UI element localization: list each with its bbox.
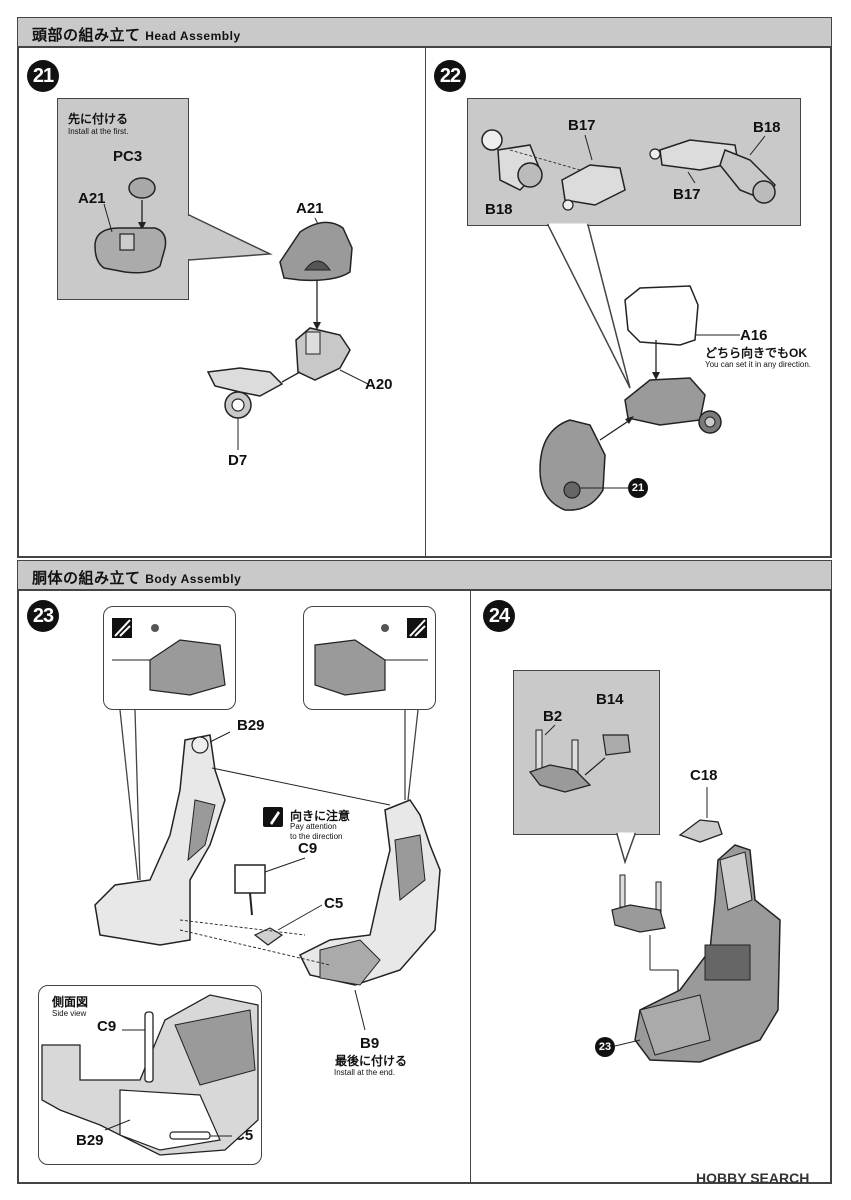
part-label-a20: A20 — [365, 376, 393, 393]
part-label-c5: C5 — [324, 895, 344, 912]
step-number-22: 22 — [434, 60, 466, 92]
step23-caution-en-2: to the direction — [290, 832, 343, 841]
side-view-title-jp: 側面図 — [52, 995, 89, 1009]
step22-note-jp: どちら向きでもOK — [705, 346, 808, 360]
body-assembly-header: 胴体の組み立て Body Assembly — [18, 561, 831, 591]
part-label-a21: A21 — [296, 200, 324, 217]
step21-note-en: Install at the first. — [68, 127, 129, 136]
part-label-a21-small: A21 — [78, 190, 106, 207]
part-label-b18-right: B18 — [753, 119, 781, 136]
step-number-21: 21 — [27, 60, 59, 92]
section-title-jp: 胴体の組み立て — [32, 570, 141, 587]
side-view-label-b29: B29 — [76, 1132, 104, 1149]
step22-note-en: You can set it in any direction. — [705, 360, 811, 369]
part-label-a16: A16 — [740, 327, 768, 344]
section-title-en: Head Assembly — [145, 29, 241, 43]
section-title-jp: 頭部の組み立て — [32, 27, 141, 44]
part-label-d7: D7 — [228, 452, 248, 469]
step24-ref-step-23: 23 — [595, 1037, 615, 1057]
part-label-b2: B2 — [543, 708, 563, 725]
part-label-b17-right: B17 — [673, 186, 701, 203]
side-view-label-c9: C9 — [97, 1018, 117, 1035]
step-divider — [470, 591, 471, 1184]
step-number-24: 24 — [483, 600, 515, 632]
step23-caution-jp: 向きに注意 — [290, 809, 351, 823]
watermark-logo: HOBBY SEARCH — [696, 1170, 809, 1186]
head-assembly-header: 頭部の組み立て Head Assembly — [18, 18, 831, 48]
step21-note-jp: 先に付ける — [68, 112, 129, 126]
part-label-b14: B14 — [596, 691, 624, 708]
part-label-b29: B29 — [237, 717, 265, 734]
part-label-c18: C18 — [690, 767, 718, 784]
part-label-c9: C9 — [298, 840, 318, 857]
step23-caution-en-1: Pay attention — [290, 822, 337, 831]
side-view-title-en: Side view — [52, 1009, 87, 1018]
step-divider — [425, 48, 426, 558]
part-label-b17-left: B17 — [568, 117, 596, 134]
step23-b9-note-jp: 最後に付ける — [335, 1054, 408, 1068]
step23-b9-note-en: Install at the end. — [334, 1068, 395, 1077]
part-label-pc3: PC3 — [113, 148, 143, 165]
section-title-en: Body Assembly — [145, 572, 242, 586]
part-label-b18-left: B18 — [485, 201, 513, 218]
step-number-23: 23 — [27, 600, 59, 632]
part-label-b9: B9 — [360, 1035, 380, 1052]
step22-ref-step-21: 21 — [628, 478, 648, 498]
watermark-text: HOBBY SEARCH — [696, 1170, 810, 1186]
